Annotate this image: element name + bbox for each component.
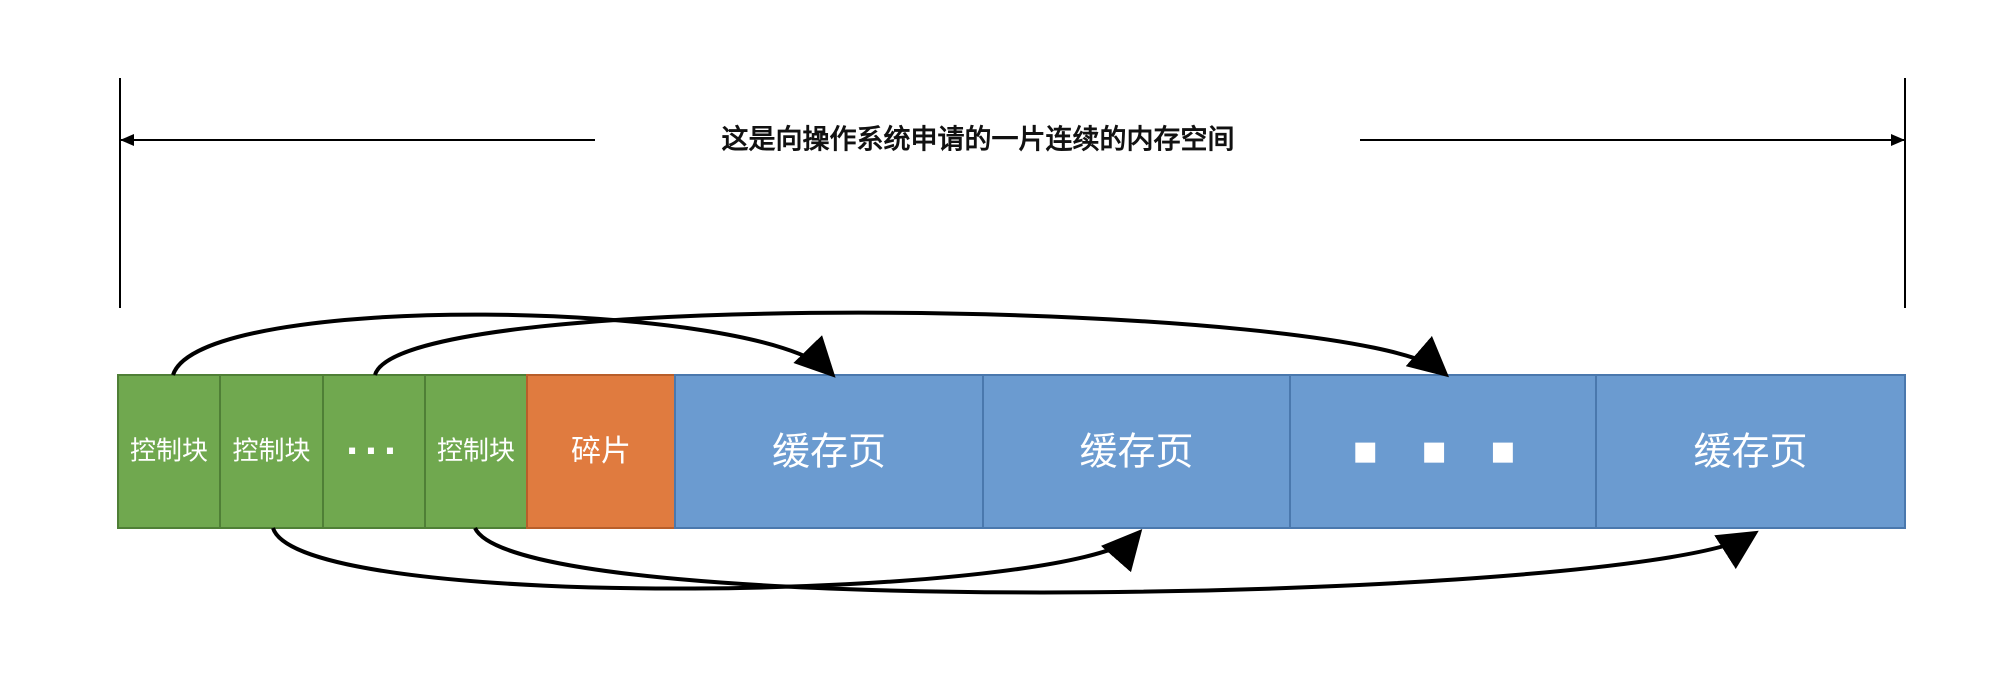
page-block-label: 缓存页 (772, 430, 886, 474)
page-block-rect (1595, 374, 1906, 529)
page-block-label: 缓存页 (1693, 430, 1807, 474)
control-block-label: 控制块 (437, 437, 515, 467)
control-block-rect (424, 374, 528, 529)
control-block-0: 控制块 (117, 374, 221, 529)
control-block-2: ··· (322, 374, 426, 529)
control-block-rect (219, 374, 324, 529)
control-block-rect (117, 374, 221, 529)
page-block-6: 缓存页 (982, 374, 1291, 529)
page-block-7: ■ ■ ■ (1289, 374, 1597, 529)
page-block-label: ■ ■ ■ (1353, 437, 1533, 467)
pointer-arrows (171, 310, 1759, 595)
page-block-8: 缓存页 (1595, 374, 1906, 529)
pointer-arrow-bottom-2 (473, 527, 1759, 595)
control-block-rect (322, 374, 426, 529)
diagram-title: 这是向操作系统申请的一片连续的内存空间 (722, 124, 1235, 156)
page-block-label: 缓存页 (1079, 430, 1193, 474)
control-block-label: ··· (346, 432, 403, 472)
pointer-arrow-top-2 (373, 310, 1450, 378)
control-block-label: 控制块 (130, 437, 208, 467)
fragment-block-4: 碎片 (526, 374, 676, 529)
fragment-block-label: 碎片 (571, 434, 631, 469)
page-block-rect (982, 374, 1291, 529)
control-block-1: 控制块 (219, 374, 324, 529)
pointer-arrow-bottom-1 (271, 527, 1143, 591)
page-block-rect (674, 374, 984, 529)
fragment-block-rect (526, 374, 676, 529)
memory-blocks: 控制块控制块···控制块碎片缓存页缓存页■ ■ ■缓存页 (117, 374, 1906, 529)
control-block-3: 控制块 (424, 374, 528, 529)
pointer-arrow-top-1 (171, 312, 836, 378)
page-block-5: 缓存页 (674, 374, 984, 529)
control-block-label: 控制块 (232, 437, 310, 467)
